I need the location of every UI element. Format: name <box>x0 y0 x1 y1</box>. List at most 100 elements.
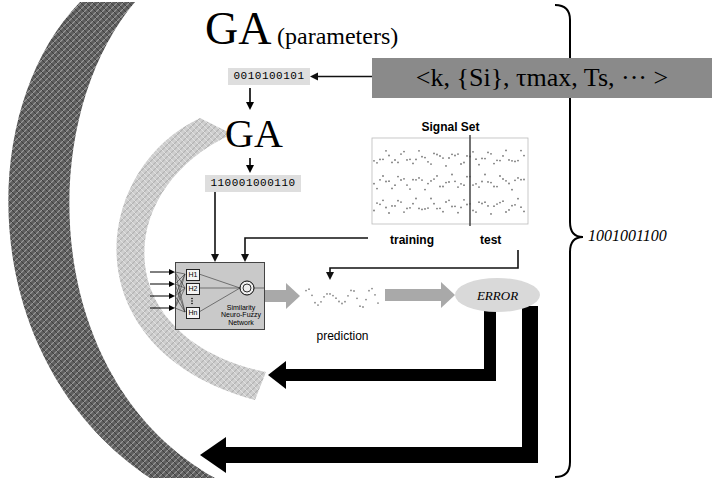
signal-sample <box>454 180 456 182</box>
signal-sample <box>490 182 492 184</box>
bit-string: 0010100101 <box>233 70 304 83</box>
signal-sample <box>466 176 468 178</box>
prediction-sample <box>359 305 361 307</box>
flow-arrowhead <box>246 165 254 173</box>
signal-sample <box>487 152 489 154</box>
signal-sample <box>376 188 378 190</box>
prediction-sample <box>305 290 307 292</box>
signal-sample <box>373 183 375 185</box>
signal-sample <box>430 198 432 200</box>
connector-line <box>318 76 373 78</box>
arrowhead <box>326 272 334 280</box>
signal-sample <box>415 179 417 181</box>
bit-string: 1001001100 <box>588 228 667 244</box>
unit-name: Hn <box>189 309 198 317</box>
signal-sample <box>388 212 390 214</box>
error-ellipse: ERROR <box>455 278 540 312</box>
signal-sample <box>514 204 516 206</box>
signal-sample <box>523 211 525 213</box>
signal-sample <box>418 150 420 152</box>
signal-sample <box>496 159 498 161</box>
signal-sample <box>403 211 405 213</box>
signal-sample <box>496 186 498 188</box>
prediction-sample <box>350 290 352 292</box>
chromosome-box: 110001000110 <box>205 175 301 192</box>
signal-sample <box>424 208 426 210</box>
prediction-sample <box>329 293 331 295</box>
prediction-sample <box>362 306 364 308</box>
signal-sample <box>481 158 483 160</box>
signal-sample <box>403 151 405 153</box>
signal-sample <box>475 158 477 160</box>
signal-sample <box>397 200 399 202</box>
signal-sample <box>472 151 474 153</box>
hidden-unit: Hn <box>186 307 200 319</box>
arrowhead <box>441 282 455 308</box>
arrowhead <box>211 254 219 262</box>
signal-sample <box>448 199 450 201</box>
signal-sample <box>514 161 516 163</box>
signal-sample <box>502 200 504 202</box>
algorithm-title: GA <box>205 6 271 52</box>
signal-sample <box>490 213 492 215</box>
bit-string: 110001000110 <box>210 177 295 190</box>
signal-sample <box>397 162 399 164</box>
signal-sample <box>505 150 507 152</box>
signal-sample <box>502 155 504 157</box>
signal-sample <box>523 155 525 157</box>
signal-sample <box>379 159 381 161</box>
signal-sample <box>436 208 438 210</box>
signal-sample <box>451 206 453 208</box>
feedback-arrow <box>222 306 530 455</box>
signal-sample <box>406 208 408 210</box>
prediction-sample <box>356 297 358 299</box>
prediction-sample <box>335 297 337 299</box>
signal-sample <box>424 157 426 159</box>
prediction-sample <box>344 301 346 303</box>
signal-sample <box>445 182 447 184</box>
signal-sample <box>433 178 435 180</box>
signal-sample <box>385 150 387 152</box>
signal-sample <box>481 203 483 205</box>
signal-sample <box>475 183 477 185</box>
arrowhead <box>241 254 249 262</box>
unit-name: H2 <box>189 285 198 293</box>
signal-sample <box>460 163 462 165</box>
signal-sample <box>457 186 459 188</box>
signal-sample <box>478 186 480 188</box>
signal-sample <box>406 159 408 161</box>
signal-sample <box>502 178 504 180</box>
arrowhead <box>286 283 300 309</box>
unit-name: H1 <box>189 271 198 279</box>
signal-sample <box>517 177 519 179</box>
signal-sample <box>493 186 495 188</box>
signal-sample <box>517 160 519 162</box>
signal-sample <box>442 157 444 159</box>
signal-sample <box>376 202 378 204</box>
signal-sample <box>463 199 465 201</box>
signal-sample <box>520 206 522 208</box>
signal-sample <box>508 209 510 211</box>
prediction-sample <box>308 288 310 290</box>
signal-sample <box>412 203 414 205</box>
signal-sample <box>421 209 423 211</box>
prediction-trace <box>305 288 379 308</box>
connector-line <box>265 290 287 302</box>
data-flow-arrow <box>385 282 455 308</box>
signal-sample <box>382 175 384 177</box>
error-label: ERROR <box>477 288 518 303</box>
signal-sample <box>436 175 438 177</box>
signal-sample <box>427 161 429 163</box>
signal-sample <box>505 211 507 213</box>
signal-sample <box>499 175 501 177</box>
prediction-sample <box>377 302 379 304</box>
signal-sample <box>520 179 522 181</box>
signal-sample <box>400 153 402 155</box>
flow-arrow <box>241 238 368 262</box>
signal-sample <box>520 150 522 152</box>
network-inputs <box>150 272 170 308</box>
connector-line <box>385 289 442 301</box>
signal-sample <box>415 198 417 200</box>
outer-loop-band <box>8 2 215 478</box>
signal-sample <box>490 153 492 155</box>
